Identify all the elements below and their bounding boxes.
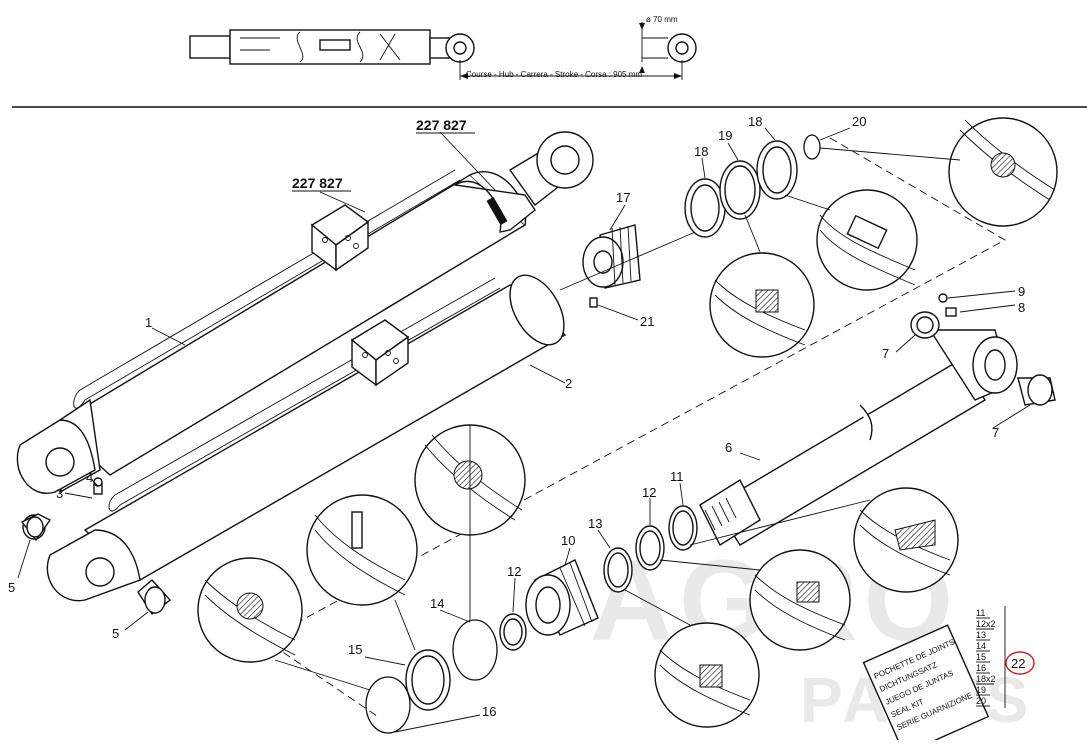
cylinder-barrel-1 (16, 131, 594, 494)
callout-7-right: 7 (992, 425, 999, 440)
callout-15: 15 (348, 642, 362, 657)
seal-ring-13 (603, 547, 633, 593)
ref-number-top: 227 827 (416, 117, 467, 133)
piston-rod (699, 329, 1018, 547)
callout-1: 1 (145, 315, 152, 330)
callout-3: 3 (56, 486, 63, 501)
detail-seal-profile-19 (709, 252, 815, 358)
detail-oring-section-top (948, 117, 1058, 227)
cylinder-barrel-2 (46, 274, 567, 602)
ref-number-mid: 227 827 (292, 175, 343, 191)
seal-ring-12a (499, 613, 527, 651)
rod-guide-gland (525, 559, 599, 636)
kit-part: 15 (976, 652, 986, 662)
callout-17: 17 (616, 190, 630, 205)
detail-seal-profile-11 (749, 549, 851, 651)
seal-kit-card (862, 624, 990, 745)
oring-16 (365, 676, 411, 734)
callout-5-right: 5 (112, 626, 119, 641)
detail-seal-profile-12 (853, 487, 959, 593)
bushing-5-right (137, 579, 172, 616)
callout-7-top: 7 (882, 346, 889, 361)
stroke-length-label: Course - Hub - Carrera - Stroke - Corsa … (466, 70, 642, 79)
kit-part: 16 (976, 663, 986, 673)
bore-diameter-label: ø 70 mm (646, 15, 678, 24)
valve-block-1 (310, 204, 370, 272)
oring-20 (803, 134, 821, 160)
piston (559, 224, 701, 308)
callout-6: 6 (725, 440, 732, 455)
callout-5-left: 5 (8, 580, 15, 595)
kit-part: 18x2 (976, 674, 996, 684)
kit-part: 20 (976, 696, 986, 706)
callout-21: 21 (640, 314, 654, 329)
kit-part: 14 (976, 641, 986, 651)
callout-22: 22 (1011, 656, 1025, 671)
callout-19: 19 (718, 128, 732, 143)
callout-14: 14 (430, 596, 444, 611)
kit-part: 19 (976, 685, 986, 695)
kit-number-circle (1005, 651, 1035, 675)
rod-grease-fitting (938, 293, 957, 317)
detail-oring-section-16 (197, 557, 303, 663)
bushing-5-left (20, 513, 52, 542)
callout-13: 13 (588, 516, 602, 531)
valve-block-2 (350, 319, 410, 387)
header-cylinder-sketch (189, 22, 697, 80)
seal-ring-15 (405, 649, 451, 711)
rod-bushing-7-top (910, 311, 940, 339)
seal-ring-18a (684, 178, 726, 238)
callout-leaders (17, 127, 1031, 733)
leader-lines (274, 147, 961, 691)
detail-seal-profile-18 (816, 189, 918, 291)
kit-part: 12x2 (976, 619, 996, 629)
callout-2: 2 (565, 376, 572, 391)
kit-part: 13 (976, 630, 986, 640)
kit-part: 11 (976, 608, 985, 618)
callout-18-right: 18 (748, 114, 762, 129)
seal-ring-19 (719, 160, 761, 220)
callout-12-left: 12 (507, 564, 521, 579)
detail-seal-profile-15 (306, 494, 418, 606)
callout-9: 9 (1018, 284, 1025, 299)
seal-ring-11 (668, 505, 698, 551)
callout-11: 11 (670, 469, 684, 484)
callout-12-right: 12 (642, 485, 656, 500)
callout-4: 4 (86, 470, 93, 485)
callout-8: 8 (1018, 300, 1025, 315)
detail-seal-profile-13 (654, 622, 760, 728)
oring-14 (452, 619, 498, 681)
seal-ring-18b (756, 140, 798, 200)
seal-ring-12b (635, 525, 665, 571)
callout-10: 10 (561, 533, 575, 548)
rod-bushing-7-right (1017, 374, 1056, 406)
callout-16: 16 (482, 704, 496, 719)
callout-20: 20 (852, 114, 866, 129)
callout-18-left: 18 (694, 144, 708, 159)
seal-kit-parts-list: 11 12x2 13 14 15 16 18x2 19 20 (976, 606, 1006, 708)
